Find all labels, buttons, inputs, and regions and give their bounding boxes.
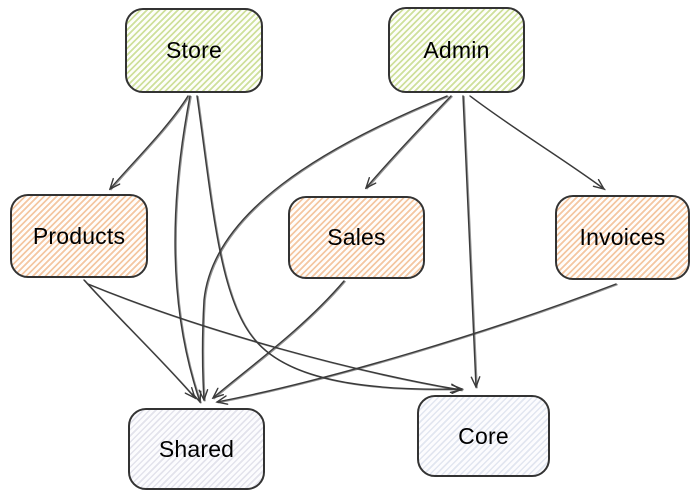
node-core[interactable]: Core <box>417 395 550 477</box>
node-sales-label: Sales <box>327 224 386 250</box>
edge-admin-to-sales <box>366 95 452 188</box>
node-store[interactable]: Store <box>125 8 263 93</box>
edge-admin-to-shared <box>203 95 448 400</box>
edge-admin-to-invoices <box>469 95 604 189</box>
edge-store-to-shared <box>174 95 200 402</box>
edge-store-to-core <box>196 95 462 389</box>
edge-sales-to-shared <box>213 280 345 398</box>
node-store-label: Store <box>166 37 222 63</box>
node-invoices[interactable]: Invoices <box>555 195 690 280</box>
node-products[interactable]: Products <box>10 194 148 278</box>
node-products-label: Products <box>32 222 126 249</box>
node-core-label: Core <box>458 422 509 449</box>
edge-store-to-products <box>110 95 189 189</box>
node-admin-label: Admin <box>423 36 490 63</box>
edge-products-to-core <box>87 283 461 390</box>
node-shared-label: Shared <box>158 435 235 462</box>
node-admin[interactable]: Admin <box>388 7 525 93</box>
node-sales[interactable]: Sales <box>288 196 425 279</box>
edge-products-to-shared <box>83 279 195 398</box>
edge-admin-to-core <box>462 95 476 387</box>
edge-invoices-to-shared <box>217 283 617 402</box>
node-invoices-label: Invoices <box>579 224 666 250</box>
node-shared[interactable]: Shared <box>128 408 265 490</box>
